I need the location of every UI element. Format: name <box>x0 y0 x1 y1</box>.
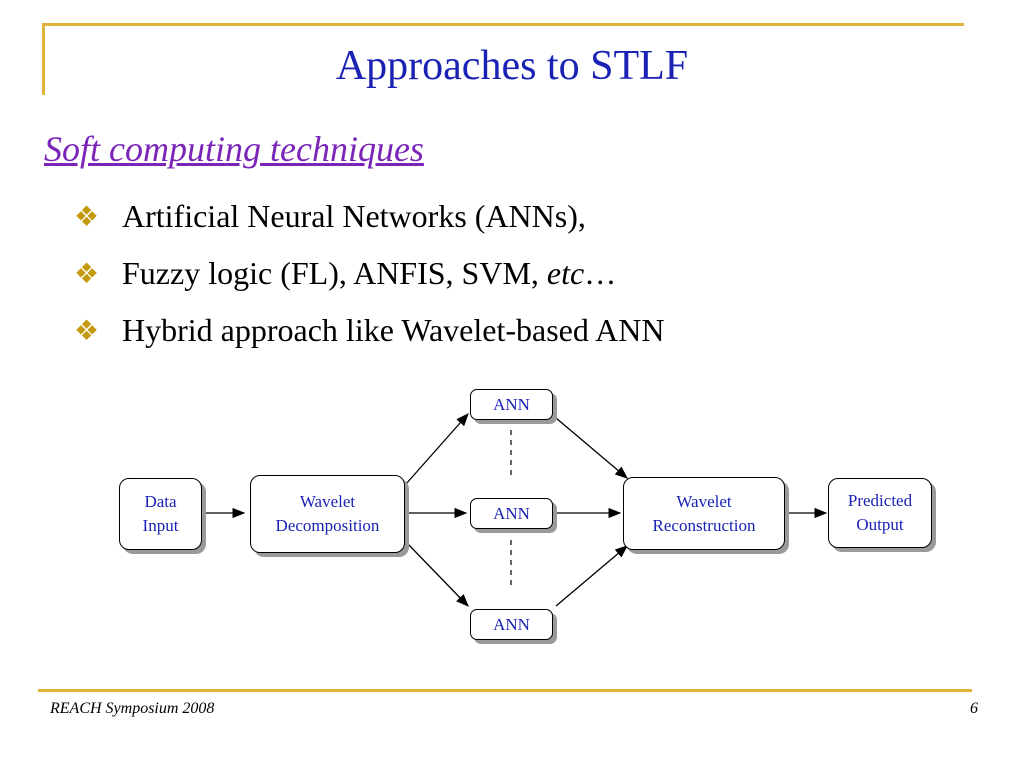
ann-middle-label: ANN <box>493 503 530 523</box>
predicted-output-box: Predicted Output <box>828 478 932 548</box>
bullet-item: ❖ Hybrid approach like Wavelet-based ANN <box>74 302 664 359</box>
bullet-text: Hybrid approach like Wavelet-based ANN <box>122 312 665 348</box>
ann-middle-box: ANN <box>470 498 553 529</box>
left-rule <box>42 23 45 95</box>
bullet-item: ❖ Artificial Neural Networks (ANNs), <box>74 188 664 245</box>
bullet-item: ❖ Fuzzy logic (FL), ANFIS, SVM, etc… <box>74 245 664 302</box>
arrow-ann-bottom-to-recon <box>555 545 628 607</box>
ann-bottom-box: ANN <box>470 609 553 640</box>
top-rule <box>42 23 964 26</box>
page-number: 6 <box>970 700 978 717</box>
arrow-ann-top-to-recon <box>555 417 628 479</box>
data-input-box: Data Input <box>119 478 202 550</box>
ann-bottom-label: ANN <box>493 614 530 634</box>
bullet-text: Fuzzy logic (FL), ANFIS, SVM, etc… <box>122 255 617 291</box>
data-input-label: Data Input <box>142 492 179 535</box>
wavelet-decomposition-box: Wavelet Decomposition <box>250 475 405 553</box>
ann-top-label: ANN <box>493 394 530 414</box>
bullet-text: Artificial Neural Networks (ANNs), <box>122 198 586 234</box>
diamond-cluster-icon: ❖ <box>74 315 100 347</box>
slide-title: Approaches to STLF <box>335 43 689 89</box>
italic-etc: etc <box>546 255 585 291</box>
arrow-decomp-to-ann-top <box>405 413 469 485</box>
wavelet-reconstruction-box: Wavelet Reconstruction <box>623 477 785 550</box>
slide-subtitle: Soft computing techniques <box>44 129 424 169</box>
footer-text: REACH Symposium 2008 <box>50 700 215 717</box>
diamond-cluster-icon: ❖ <box>74 258 100 290</box>
wavelet-reconstruction-label: Wavelet Reconstruction <box>652 491 756 535</box>
footer-rule <box>38 689 972 692</box>
ann-top-box: ANN <box>470 389 553 420</box>
wavelet-decomposition-label: Wavelet Decomposition <box>275 492 380 535</box>
predicted-output-label: Predicted Output <box>847 491 913 534</box>
bullet-list: ❖ Artificial Neural Networks (ANNs), ❖ F… <box>74 188 664 359</box>
arrow-decomp-to-ann-bottom <box>405 541 469 607</box>
diamond-cluster-icon: ❖ <box>74 201 100 233</box>
